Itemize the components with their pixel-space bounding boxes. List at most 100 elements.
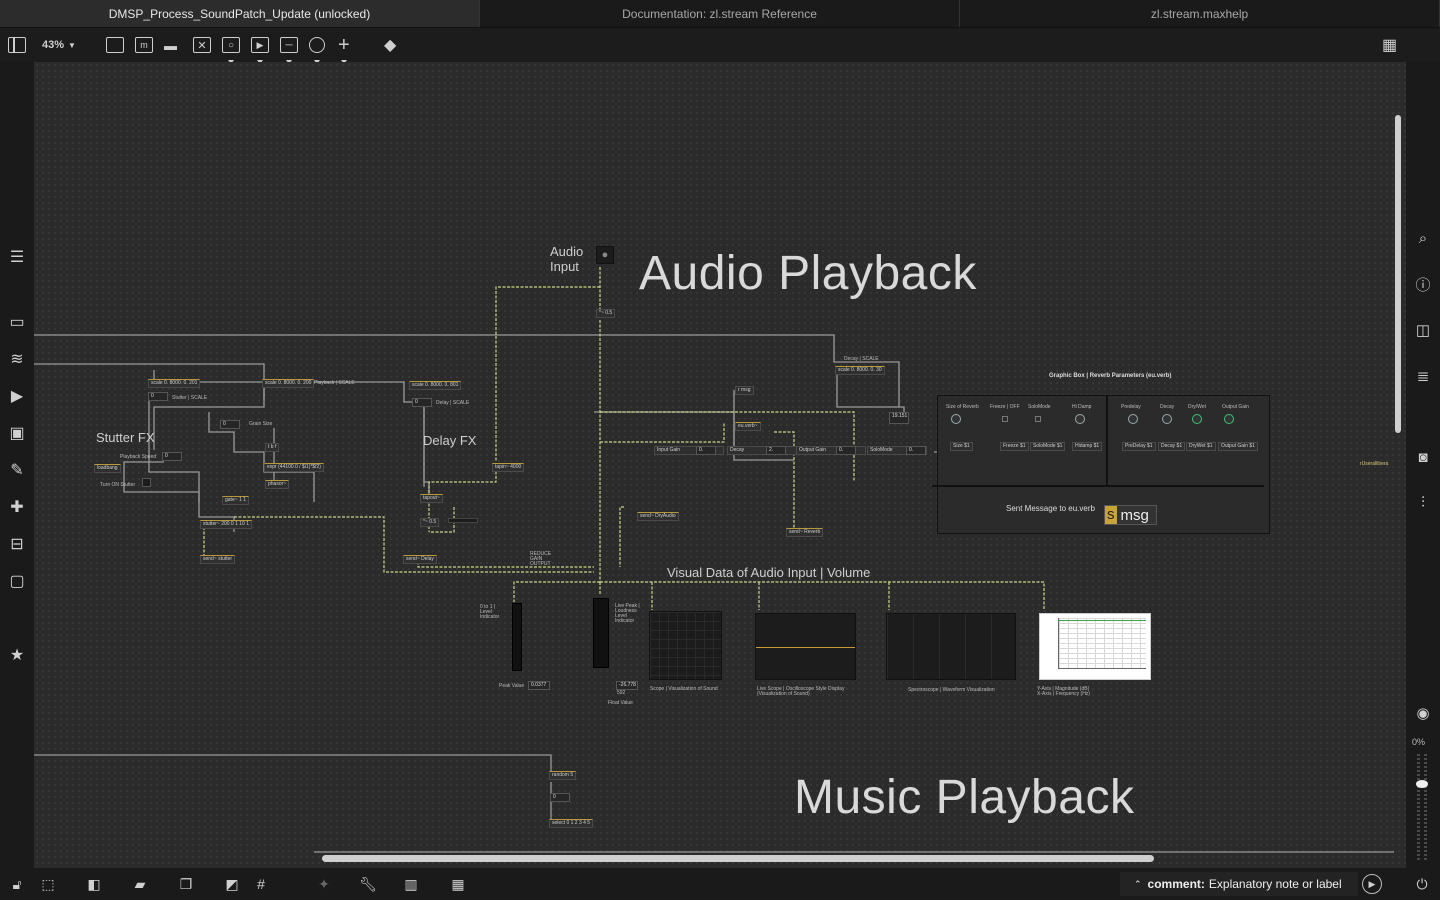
button-object-icon[interactable]: ○ [222, 35, 240, 64]
volume-slider[interactable] [1415, 754, 1429, 862]
decay-param[interactable]: Decay [727, 446, 797, 455]
menu-icon[interactable]: ☰ [9, 249, 25, 266]
number-box[interactable]: 0 [148, 392, 168, 401]
input-gain-param[interactable]: Input Gain [654, 446, 724, 455]
number-box[interactable]: 0 [412, 398, 432, 407]
grid-toggle-icon[interactable]: # [257, 876, 265, 892]
solomode-toggle[interactable] [1035, 416, 1041, 422]
microphone-icon[interactable]: ● [596, 246, 614, 264]
info-icon[interactable]: ⓘ [1415, 276, 1431, 294]
new-view-icon[interactable]: ◧ [87, 875, 101, 892]
random-object[interactable]: random 5 [549, 771, 577, 780]
loadbang-object[interactable]: loadbang [94, 464, 121, 473]
tapin-object[interactable]: tapin~ 4000 [492, 463, 525, 472]
number-box[interactable]: 2. [766, 446, 786, 455]
tapout-object[interactable]: tapout~ [420, 494, 443, 503]
star-icon[interactable]: ★ [9, 647, 25, 664]
send-dry-object[interactable]: send~ DryAudio [637, 512, 679, 521]
paint-bucket-icon[interactable]: ◆ [384, 37, 397, 54]
paperclip-icon[interactable]: ✎ [10, 462, 24, 479]
receive-msg-object[interactable]: r msg [735, 386, 754, 395]
number-box[interactable]: 0. [696, 446, 716, 455]
chevron-up-icon[interactable]: ⌃ [1134, 878, 1142, 889]
transport-icon[interactable]: ▶ [1362, 874, 1382, 894]
message-box-icon[interactable]: m [135, 35, 153, 55]
playlist-icon[interactable]: ▶ [10, 388, 24, 405]
wrench-icon[interactable]: 🔧︎ [359, 875, 377, 892]
device-icon[interactable]: ⊟ [10, 536, 24, 553]
windows-icon[interactable]: ❐ [179, 875, 193, 892]
zoom-select[interactable]: 43%▼ [40, 35, 78, 55]
number-box[interactable]: 0. [906, 446, 926, 455]
number-box[interactable]: 0 [162, 452, 182, 461]
reverb-msg[interactable]: DryWet $1 [1186, 442, 1216, 451]
image-icon[interactable]: ▣ [9, 425, 25, 442]
tab-documentation[interactable]: Documentation: zl.stream Reference [480, 0, 960, 27]
horizontal-scrollbar[interactable] [322, 855, 1154, 862]
scale-object[interactable]: scale 0. 8000. 0. 801 [409, 381, 462, 390]
decay-knob[interactable] [1162, 414, 1172, 424]
decay-number[interactable]: 19.151 [889, 412, 909, 424]
drywet-knob[interactable] [1192, 414, 1202, 424]
reverb-msg[interactable]: Output Gain $1 [1218, 442, 1258, 451]
search-icon[interactable]: ⌕ [1418, 229, 1428, 247]
reverb-msg[interactable]: Hidamp $1 [1072, 442, 1103, 451]
tab-patch[interactable]: DMSP_Process_SoundPatch_Update (unlocked… [0, 0, 480, 27]
solomode-param[interactable]: SoloMode [867, 446, 927, 455]
reverb-msg[interactable]: SoloMode $1 [1030, 442, 1066, 451]
patcher-canvas[interactable]: Audio Playback Music Playback Audio Inpu… [34, 62, 1406, 868]
select-object[interactable]: select 0 1 2 3 4 5 [549, 819, 594, 828]
multiply-object[interactable]: *~ 0.5 [420, 518, 440, 527]
tab-help[interactable]: zl.stream.maxhelp [960, 0, 1440, 27]
euverb-object[interactable]: eu.verb~ [735, 422, 761, 431]
reverb-msg[interactable]: Size $1 [950, 442, 973, 451]
size-knob[interactable] [951, 414, 961, 424]
send-stutter-object[interactable]: send~ stutter [200, 555, 236, 564]
reverb-msg[interactable]: Freeze $1 [1000, 442, 1029, 451]
output-gain-knob[interactable] [1224, 414, 1234, 424]
reference-icon[interactable]: ◫ [1415, 322, 1431, 339]
send-delay-object[interactable]: send~ Delay [403, 555, 437, 564]
vertical-scrollbar[interactable] [1395, 115, 1401, 433]
number-box[interactable]: 0. [836, 446, 856, 455]
gate-object[interactable]: gate~ 1 1 [222, 496, 249, 505]
scale-object[interactable]: scale 0. 8000. 0. 30 [835, 366, 885, 375]
presentation-mode-icon[interactable]: ⬚ [41, 875, 55, 892]
camera-icon[interactable]: ◙ [1418, 448, 1428, 466]
keyboard-icon[interactable]: ▭ [9, 314, 25, 331]
waveform-icon[interactable]: ≋ [10, 351, 24, 368]
list-icon[interactable]: ≣ [1416, 368, 1430, 385]
presentation-icon[interactable] [106, 35, 124, 55]
expr-object[interactable]: expr (44100.0 / $i1)*$f2) [264, 463, 324, 472]
hidamp-knob[interactable] [1075, 414, 1085, 424]
slider-object-icon[interactable]: ─ [280, 35, 298, 64]
peak-value-number[interactable]: 0.0377 [528, 681, 550, 690]
frame-icon[interactable]: ▢ [9, 573, 25, 590]
send-msg-object[interactable]: s msg [1104, 505, 1157, 525]
hide-icon[interactable]: ◩ [225, 875, 239, 892]
comment-toggle-icon[interactable]: ▰ [134, 875, 146, 892]
number-box[interactable]: 0 [550, 793, 570, 802]
connect-icon[interactable]: ✦ [318, 875, 330, 892]
keyboard-grid-icon[interactable]: ▦ [451, 875, 465, 892]
close-patch-icon[interactable]: ✕ [193, 35, 211, 55]
plugin-icon[interactable]: ✚ [10, 499, 24, 516]
number-box[interactable]: 0 [220, 420, 240, 429]
add-object-icon[interactable]: + [338, 34, 350, 64]
send-reverb-object[interactable]: send~ Reverb [786, 528, 824, 537]
record-icon[interactable]: ◉ [1416, 705, 1430, 722]
lock-icon[interactable]: 🔓︎ [12, 875, 22, 892]
delay-slider[interactable] [448, 518, 478, 523]
freeze-toggle[interactable] [1002, 416, 1008, 422]
trigger-object[interactable]: t b f [265, 443, 280, 452]
float-number[interactable]: -26.778 [616, 681, 638, 690]
mixer-icon[interactable]: ⫶ [1421, 493, 1425, 511]
power-icon[interactable]: ⏻ [1416, 875, 1428, 892]
scale-object[interactable]: scale 0. 8000. 0. 201 [148, 379, 201, 388]
reverb-msg[interactable]: Decay $1 [1158, 442, 1186, 451]
phasor-object[interactable]: phasor~ [265, 480, 290, 489]
predelay-knob[interactable] [1128, 414, 1138, 424]
grid-icon[interactable]: ▦ [1382, 37, 1398, 54]
output-gain-param[interactable]: Output Gain [796, 446, 866, 455]
sidebar-toggle-icon[interactable] [8, 35, 26, 55]
